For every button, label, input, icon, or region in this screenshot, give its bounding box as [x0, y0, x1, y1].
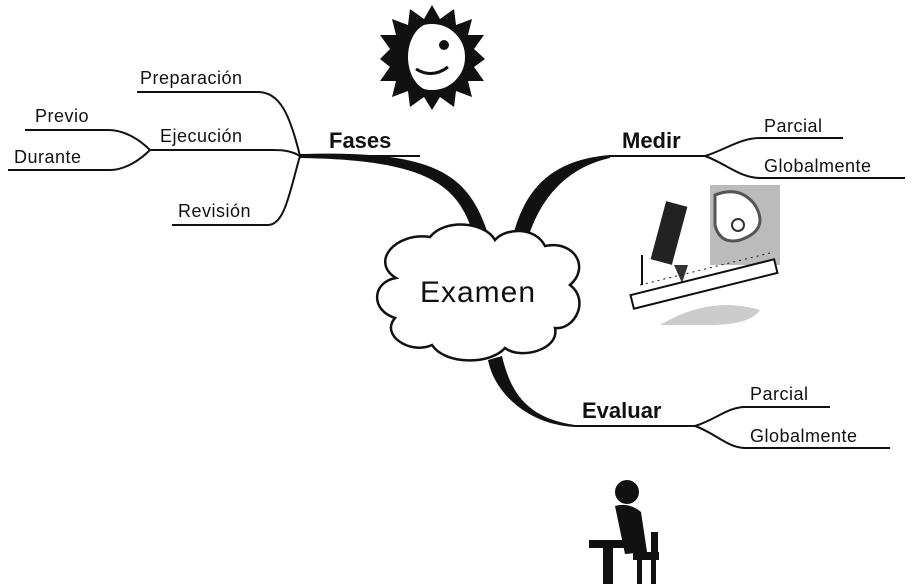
sun-moon-icon	[380, 5, 485, 110]
leaf-evaluar-globalmente: Globalmente	[750, 426, 858, 446]
line-evaluar-globalmente	[694, 425, 890, 449]
leaf-previo: Previo	[35, 106, 89, 126]
person-at-desk-icon	[585, 462, 661, 587]
leaf-durante: Durante	[14, 147, 82, 167]
line-previo	[25, 129, 151, 151]
connector-evaluar	[488, 356, 575, 427]
center-cloud	[375, 223, 581, 362]
connector-medir	[513, 155, 610, 238]
leaf-evaluar-parcial: Parcial	[750, 384, 809, 404]
connector-fases	[300, 153, 490, 240]
line-revision	[172, 155, 301, 226]
branch-fases-label: Fases	[329, 128, 391, 153]
line-medir-parcial	[704, 137, 843, 157]
leaf-ejecucion: Ejecución	[160, 126, 243, 146]
line-evaluar-parcial	[694, 406, 830, 427]
leaf-medir-globalmente: Globalmente	[764, 156, 872, 176]
line-ejecucion	[150, 149, 301, 157]
branch-medir-label: Medir	[622, 128, 681, 153]
branch-evaluar-label: Evaluar	[582, 398, 662, 423]
line-preparacion	[137, 91, 301, 157]
leaf-medir-parcial: Parcial	[764, 116, 823, 136]
leaf-preparacion: Preparación	[140, 68, 243, 88]
center-label: Examen	[420, 276, 536, 309]
leaf-revision: Revisión	[178, 201, 251, 221]
line-medir-globalmente	[704, 155, 905, 179]
line-durante	[8, 149, 151, 171]
pencil-ruler-icon	[629, 185, 780, 325]
